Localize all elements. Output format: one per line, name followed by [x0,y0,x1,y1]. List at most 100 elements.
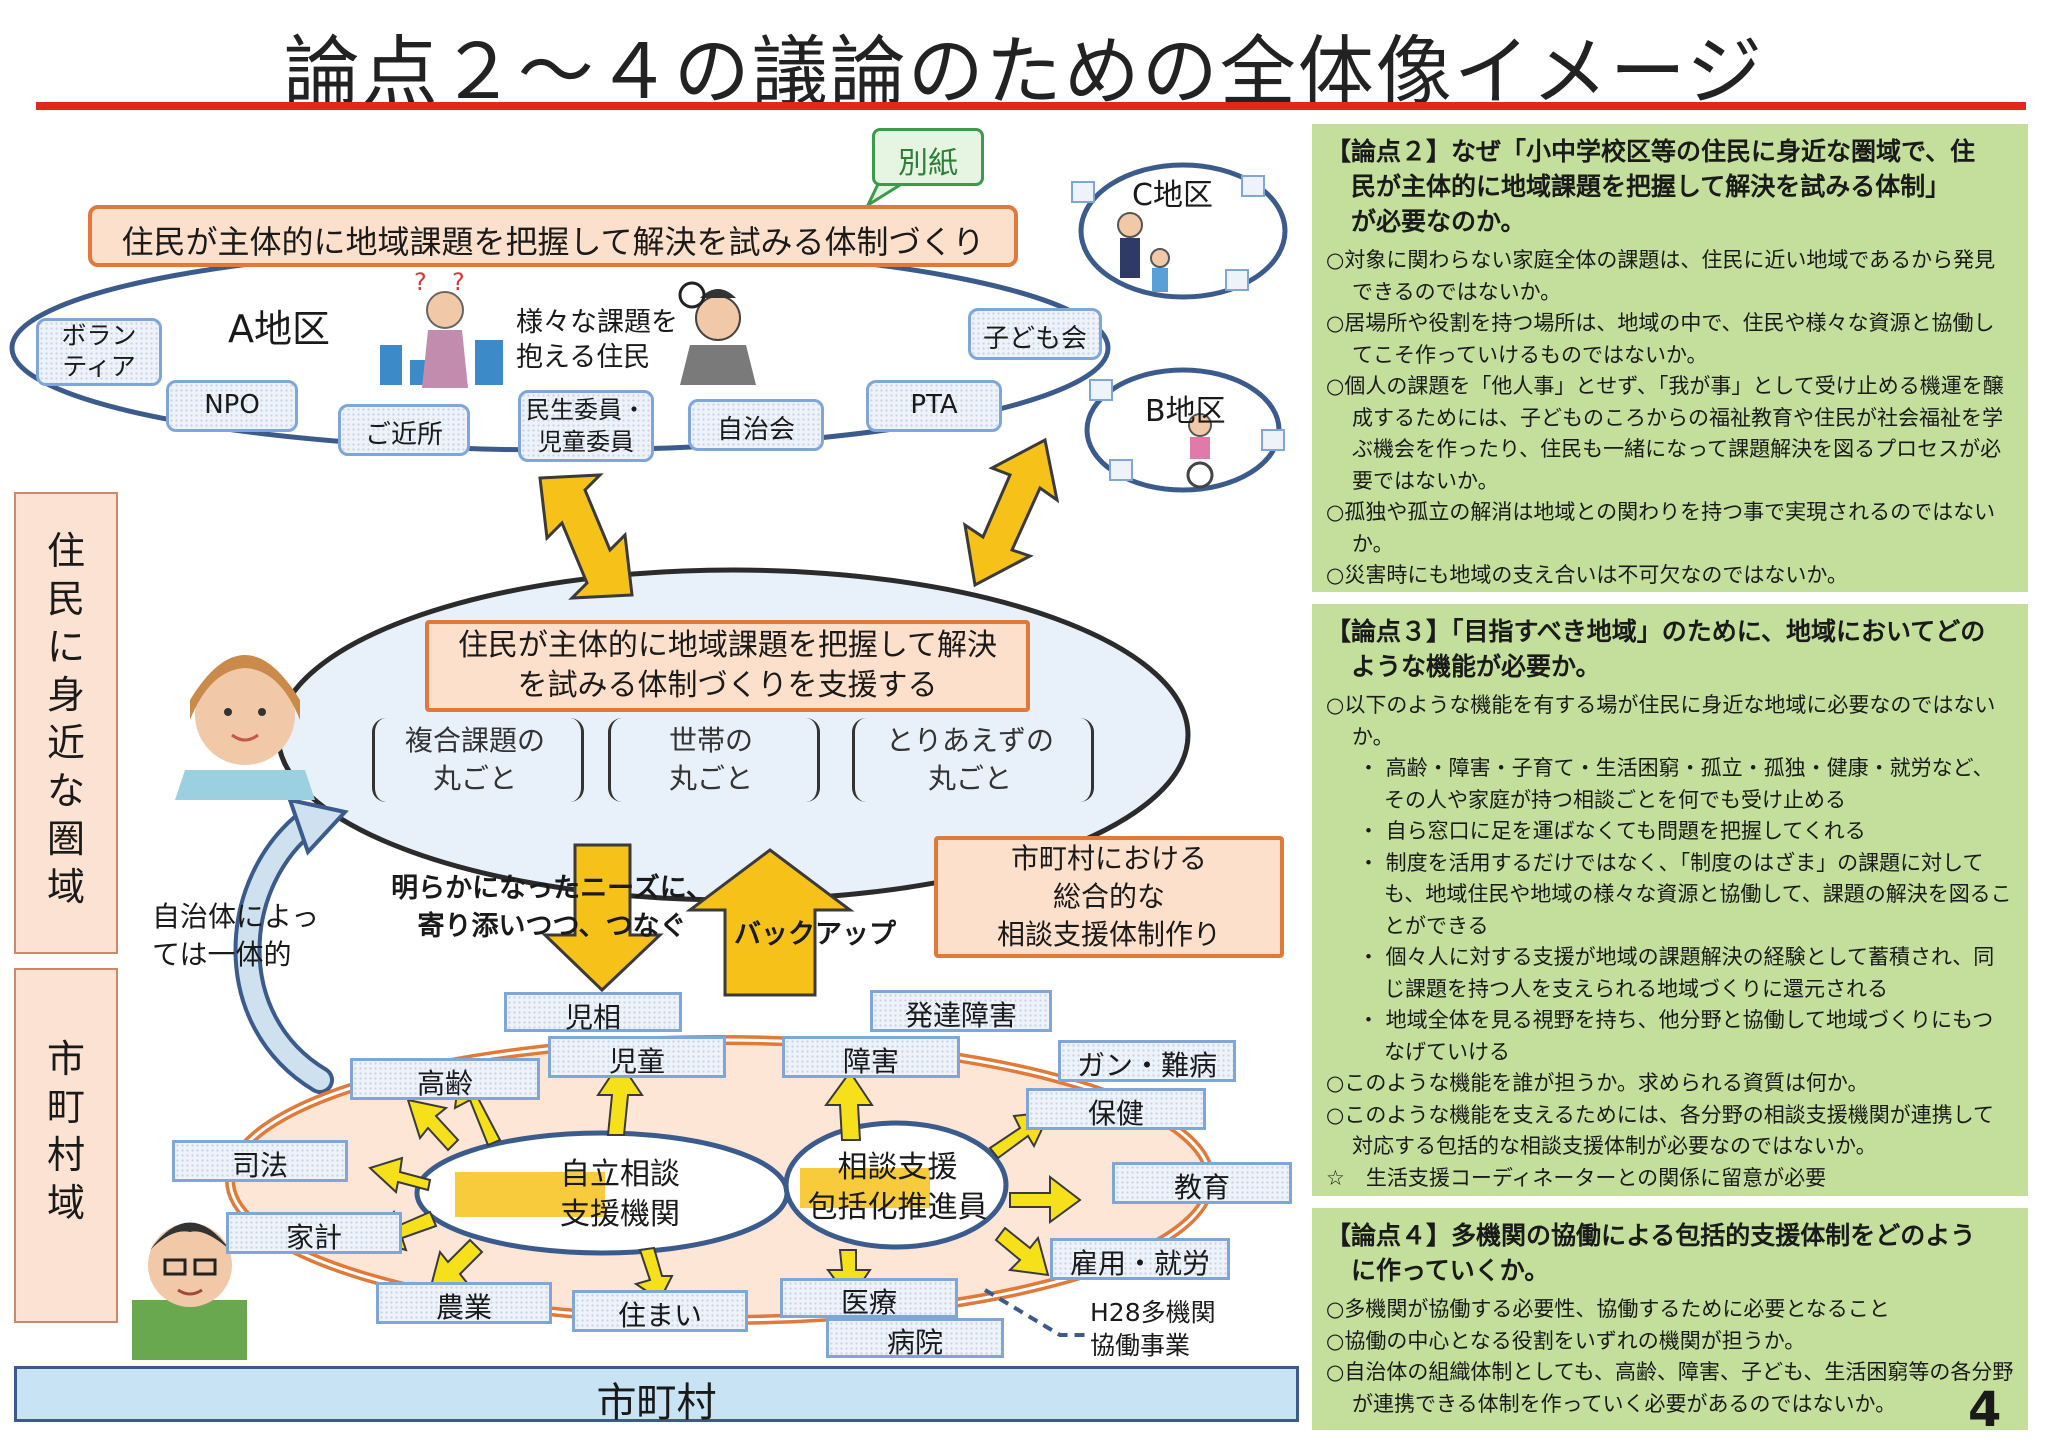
page-title: 論点２～４の議論のための全体像イメージ [283,27,1765,116]
panel-3-item: ○以下のような機能を有する場が住民に身近な地域に必要なのではないか。 [1326,693,1996,749]
node-jichikai [688,399,824,451]
panel-ronten-3-heading: 【論点３】「目指すべき地域」のために、地域においてどの ような機能が必要か。 [1326,617,1986,681]
b-node-square [1089,379,1113,401]
backup-up-arrow [685,848,855,997]
needs-down-arrow [541,843,664,993]
node-hattatsu-text: 発達障害 [904,999,1017,1032]
resident-area-char: 近 [46,721,85,765]
node-jichikai-text: 自治会 [716,415,795,445]
municipal-system-box [934,836,1284,958]
municipal-area-char: 市 [46,1037,85,1081]
various-issues-text: 様々な課題を 抱える住民 [516,307,678,373]
node-sumai [572,1290,748,1332]
radial-arrow [406,1098,460,1152]
panel-2-item: ○居場所や役割を持つ場所は、地域の中で、住民や様々な資源と協働してこそ作っていけ… [1326,311,1995,367]
municipal-footer-bar [14,1366,1299,1422]
panel-4-item: ○多機関が協働する必要性、協働するために必要となること [1326,1297,1890,1321]
panel-3-item: ○このような機能を誰が担うか。求められる資質は何か。 [1326,1071,1869,1095]
svg-text:?: ? [452,268,465,296]
panel-4-item: ○自治体の組織体制としても、高齢、障害、子ども、生活困窮等の各分野が連携できる体… [1326,1360,2014,1416]
panel-ronten-3: 【論点３】「目指すべき地域」のために、地域においてどの ような機能が必要か。 ○… [1312,604,2028,1196]
node-kakei [226,1212,402,1254]
support-box [425,620,1030,712]
resident-area-char: な [46,769,85,813]
node-volunteer-text: ボラン ティア [61,321,137,381]
node-neighbors [338,404,470,456]
node-nougyou-text: 農業 [435,1291,492,1324]
node-jiso-text: 児相 [564,1001,621,1034]
node-shougai-text: 障害 [842,1045,899,1078]
panel-3-subitem: ・ 制度を活用するだけではなく、「制度のはざま」の課題に対しても、地域住民や地域… [1358,850,2012,938]
node-npo-text: NPO [204,390,260,420]
bracket-box-1 [372,718,584,802]
node-kodomokai-text: 子ども会 [982,324,1087,354]
node-shougai [782,1036,960,1078]
double-arrow-left [538,473,634,600]
panel-3-subitem: ・ 地域全体を見る視野を持ち、他分野と協働して地域づくりにもつなげていける [1358,1008,1994,1064]
node-kyouiku [1112,1162,1292,1204]
node-jidou-text: 児童 [608,1045,665,1078]
municipal-system-text: 市町村における 総合的な 相談支援体制作り [996,842,1221,951]
bracket-text-3: とりあえずの 丸ごと [885,724,1054,795]
node-iryou-text: 医療 [840,1286,897,1319]
integrated-text: 自治体によっ ては一体的 [152,900,320,971]
node-koyou [1050,1238,1230,1280]
resident-area-char: 民 [46,577,85,621]
bessi-bubble [872,128,984,186]
radial-arrow [633,1246,674,1302]
panel-ronten-4: 【論点４】多機関の協働による包括的支援体制をどのよう に作っていくか。 ○多機関… [1312,1208,2028,1430]
c-node-square [1071,181,1095,203]
panel-2-item: ○個人の課題を「他人事」とせず、「我が事」として受け止める機運を醸成するためには… [1326,374,2004,493]
node-byouin [826,1318,1004,1358]
svg-text:?: ? [414,268,427,296]
title-underline [36,102,2026,110]
resident-area-char: 住 [46,529,85,573]
panel-3-subitem: ・ 自ら窓口に足を運ばなくても問題を把握してくれる [1358,819,1866,843]
node-byouin-text: 病院 [886,1326,943,1359]
resident-area-label: 住民に身近な圏域 [14,492,118,954]
panel-3-item: ☆ 生活支援コーディネーターとの関係に留意が必要 [1326,1165,1827,1190]
panel-3-subitem: ・ 高齢・障害・子育て・生活困窮・孤立・孤独・健康・就労など、その人や家庭が持つ… [1358,756,1994,812]
h28-text: H28多機関 協働事業 [1090,1298,1216,1360]
panel-4-item: ○協働の中心となる役割をいずれの機関が担うか。 [1326,1328,1806,1353]
node-minsei [518,390,654,462]
node-iryou [780,1278,958,1318]
node-shihou [172,1140,348,1182]
b-node-square [1109,459,1133,481]
district-c-label: C地区 [1132,178,1213,213]
backup-text: バックアップ [734,919,896,950]
node-pta [866,380,1002,432]
municipal-area-text: 市町村域 [16,1036,116,1228]
node-pta-text: PTA [910,390,958,420]
node-kodomokai [968,308,1102,360]
center-right-text: 相談支援 包括化推進員 [807,1150,988,1225]
resident-area-char: 身 [46,673,85,717]
integrated-arrow-head [286,797,349,856]
man-avatar [132,1222,247,1360]
b-district-wheelchair-figure [1186,413,1214,489]
elderly-figure: ? ? [380,268,503,388]
municipal-area-char: 域 [46,1181,85,1225]
district-b-label: B地区 [1145,394,1226,429]
node-gan [1058,1040,1236,1082]
radial-arrow [368,1156,432,1194]
double-arrow-right [962,437,1060,588]
radial-arrow [994,1226,1050,1277]
node-koureii-text: 高齢 [416,1067,473,1100]
node-kakei-text: 家計 [285,1221,342,1254]
panel-2-item: ○災害時にも地域の支え合いは不可欠なのではないか。 [1326,563,1848,587]
district-a-label: A地区 [228,307,330,351]
node-npo [166,380,298,432]
resident-area-char: 域 [46,865,85,909]
bracket-text-2: 世帯の 丸ごと [668,724,753,795]
bracket-box-3 [852,718,1094,802]
node-minsei-text: 民生委員・ 児童委員 [526,396,646,456]
node-jiso [504,992,682,1032]
support-box-text: 住民が主体的に地域課題を把握して解決 を試みる体制づくりを支援する [457,628,998,703]
bracket-box-2 [608,718,820,802]
h28-dashed-line [983,1288,1090,1337]
node-koureii [350,1058,540,1100]
radial-arrow [1009,1174,1082,1224]
panel-ronten-2-heading: 【論点２】なぜ「小中学校区等の住民に身近な圏域で、住 民が主体的に地域課題を把握… [1326,137,1976,236]
bessi-label: 別紙 [898,146,958,181]
